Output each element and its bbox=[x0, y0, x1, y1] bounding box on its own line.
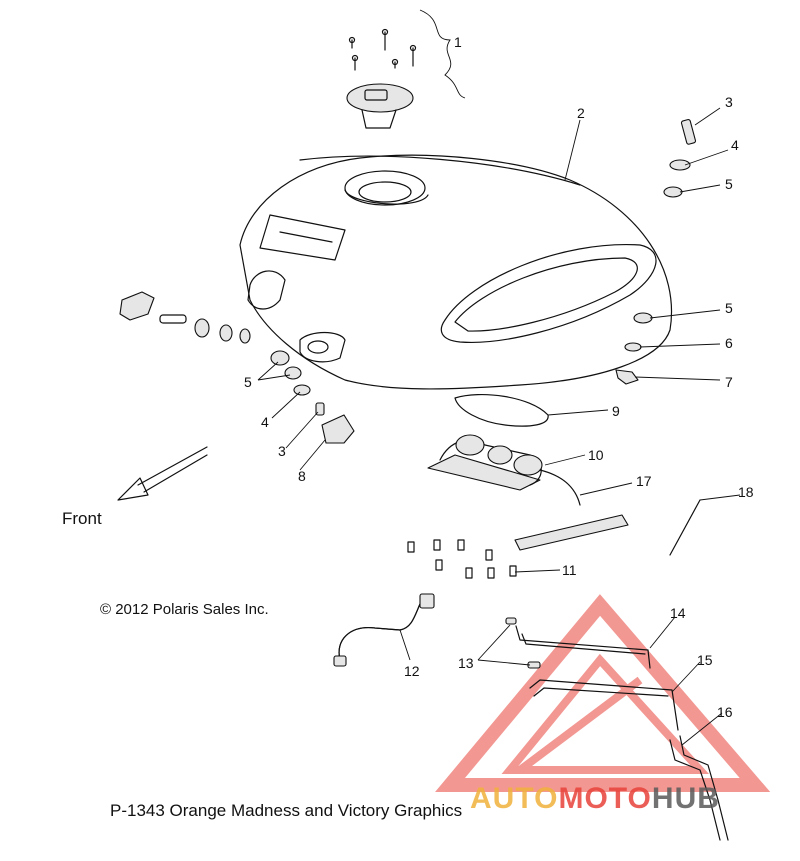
watermark-hub: HUB bbox=[652, 782, 720, 815]
callout-label: 13 bbox=[458, 655, 474, 671]
fuel-level-rod bbox=[669, 499, 701, 556]
copyright-text: © 2012 Polaris Sales Inc. bbox=[100, 601, 269, 618]
right-mount-hardware bbox=[615, 119, 697, 385]
callout-label: 10 bbox=[588, 447, 604, 463]
watermark-auto: AUTO bbox=[470, 782, 558, 815]
callout-label: 16 bbox=[717, 704, 733, 720]
callout-label: 2 bbox=[577, 105, 585, 121]
callout-label: 9 bbox=[612, 403, 620, 419]
callout-leader-lines bbox=[257, 107, 741, 746]
callout-label: 14 bbox=[670, 605, 686, 621]
front-label: Front bbox=[62, 509, 102, 528]
watermark-logo bbox=[435, 594, 771, 792]
callout-label: 6 bbox=[725, 335, 733, 351]
callout-label: 4 bbox=[261, 414, 269, 430]
fuel-line-hose bbox=[333, 593, 435, 667]
callout-label: 17 bbox=[636, 473, 652, 489]
callout-labels: 1 2 3 4 5 5 6 7 9 10 17 18 5 4 3 8 11 14… bbox=[244, 34, 754, 720]
diagram-caption: P-1343 Orange Madness and Victory Graphi… bbox=[110, 801, 462, 820]
fuel-tank bbox=[239, 154, 672, 390]
callout-label: 4 bbox=[731, 137, 739, 153]
callout-label: 5 bbox=[244, 374, 252, 390]
left-mount-hardware bbox=[119, 291, 355, 444]
callout-label: 12 bbox=[404, 663, 420, 679]
fuel-pump-screws bbox=[407, 539, 517, 579]
callout-label: 18 bbox=[738, 484, 754, 500]
fuel-pump-gasket bbox=[454, 393, 549, 427]
callout-label: 3 bbox=[278, 443, 286, 459]
callout-label: 5 bbox=[725, 300, 733, 316]
callout-label: 8 bbox=[298, 468, 306, 484]
callout-label: 7 bbox=[725, 374, 733, 390]
callout-label: 15 bbox=[697, 652, 713, 668]
callout-label: 11 bbox=[562, 562, 577, 578]
front-direction-arrow bbox=[117, 446, 208, 501]
fuel-cap-assembly bbox=[346, 9, 466, 129]
watermark-moto: MOTO bbox=[558, 782, 651, 815]
vent-lines bbox=[505, 617, 729, 841]
watermark-text: AUTOMOTOHUB bbox=[470, 782, 720, 815]
callout-label: 3 bbox=[725, 94, 733, 110]
callout-label: 5 bbox=[725, 176, 733, 192]
fuel-pump-assembly bbox=[427, 434, 629, 551]
callout-label: 1 bbox=[454, 34, 462, 50]
